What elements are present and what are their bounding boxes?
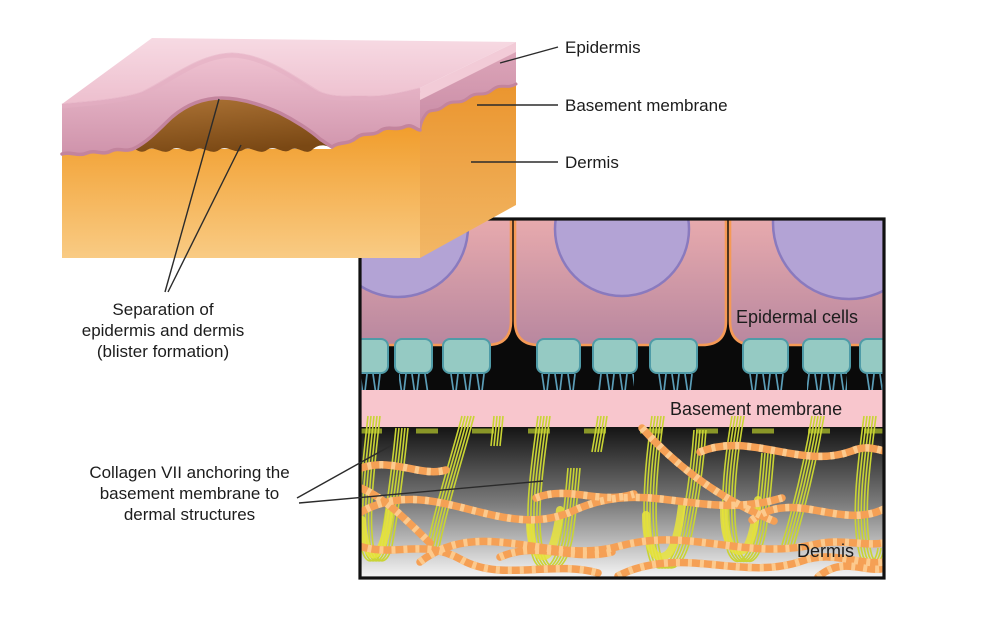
epidermal-cells-label: Epidermal cells: [736, 307, 859, 327]
epidermis-label: Epidermis: [565, 38, 641, 57]
top-surface-front-shade: [61, 52, 421, 109]
top-thickness-strip: [420, 42, 516, 100]
hemidesmosome: [536, 338, 581, 374]
collagen-vii-label: Collagen VII anchoring the basement memb…: [89, 463, 290, 524]
collagen-leader-line: [298, 480, 544, 504]
dermis-front-face: [62, 125, 420, 258]
collagen-leader-line: [296, 444, 393, 499]
hemidesmosome: [742, 338, 789, 374]
hemidesmosome: [394, 338, 433, 374]
inset-dermis-label: Dermis: [797, 541, 854, 561]
inset-border: [358, 217, 886, 580]
basement-membrane-label: Basement membrane: [565, 96, 728, 115]
basement-membrane-band: [360, 390, 884, 427]
separation-leader-line: [167, 144, 242, 293]
hemidesmosome: [649, 338, 698, 374]
cell-nucleus: [771, 219, 884, 301]
epidermis-top-surface: [62, 38, 516, 104]
leader-lines: [164, 46, 559, 504]
hemidesmosome: [592, 338, 638, 374]
anchoring-filaments-group: [360, 373, 884, 390]
inset-basement-membrane-label: Basement membrane: [670, 399, 843, 419]
hemidesmosome: [859, 338, 884, 374]
epidermis-front-face: [62, 53, 420, 155]
separation-label: Separation of epidermis and dermis (blis…: [81, 300, 245, 361]
blister-cavity: [135, 98, 332, 152]
skin-block: [60, 38, 518, 258]
separation-leader-line: [164, 98, 220, 293]
hemidesmosome: [802, 338, 851, 374]
basement-membrane-side-edge: [418, 82, 518, 130]
cell-nucleus: [553, 219, 691, 298]
basement-membrane-front-edge: [60, 96, 422, 157]
epidermis-side-face: [420, 48, 516, 128]
dermis-label: Dermis: [565, 153, 619, 172]
hemidesmosomes-group: [360, 338, 884, 374]
hemidesmosome: [442, 338, 491, 374]
epidermis-leader-line: [499, 46, 559, 64]
